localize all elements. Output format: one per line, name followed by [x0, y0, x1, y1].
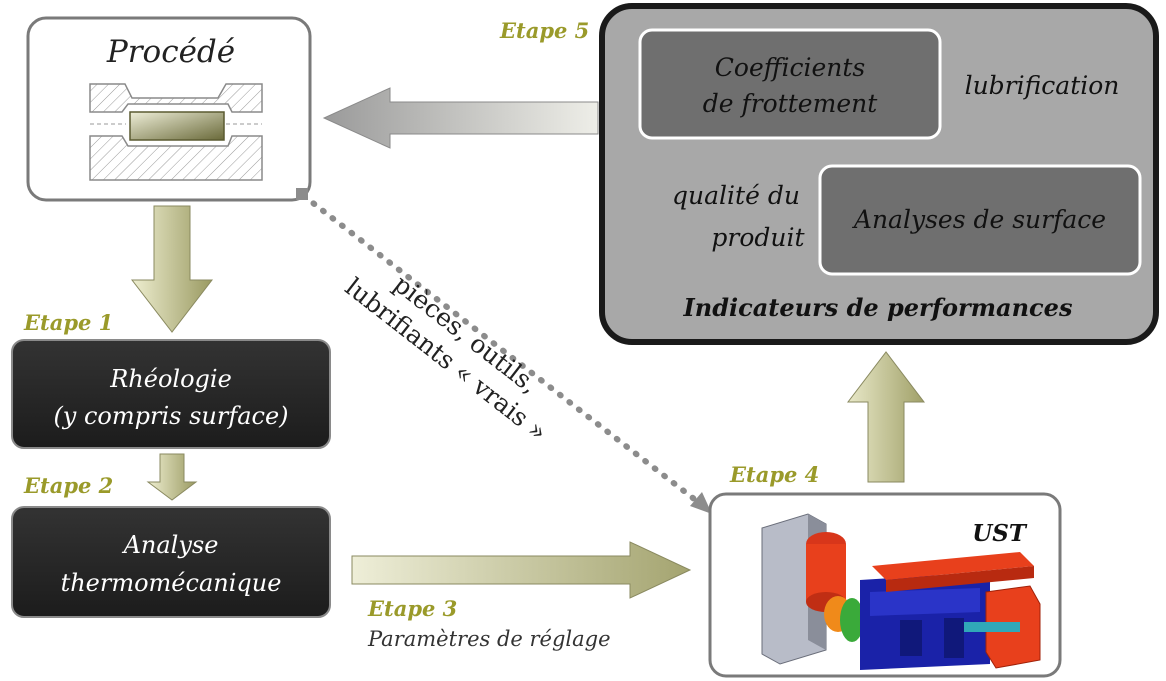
dotted-link [296, 188, 712, 514]
ust-box: UST [708, 492, 1062, 678]
forging-die-icon [89, 83, 263, 181]
analyses-surface-box: Analyses de surface [818, 164, 1142, 276]
procede-title: Procédé [106, 34, 235, 70]
coefficients-line1: Coefficients [715, 53, 865, 82]
performance-title: Indicateurs de performances [683, 293, 1073, 322]
ust-machine-icon [761, 513, 1041, 670]
procede-box: Procédé [26, 16, 312, 202]
rheologie-box: Rhéologie (y compris surface) [11, 339, 331, 449]
stage-1-label: Etape 1 [23, 310, 113, 335]
coefficients-line2: de frottement [703, 89, 878, 118]
analyse-line2: thermomécanique [61, 569, 282, 597]
dotted-link-arrowhead [690, 492, 712, 514]
qualite-line1: qualité du [672, 181, 800, 210]
arrow-down-to-analyse [146, 453, 198, 501]
stage-3-label: Etape 3 [367, 596, 457, 621]
stage-4-label: Etape 4 [729, 462, 819, 487]
rheologie-line2: (y compris surface) [53, 402, 288, 430]
parametres-label: Paramètres de réglage [367, 627, 611, 651]
stage-2-label: Etape 2 [23, 473, 113, 498]
dotted-link-start-square [296, 188, 308, 200]
analyse-box: Analyse thermomécanique [11, 506, 331, 618]
arrow-up-to-performance [846, 351, 926, 483]
arrow-to-ust [351, 541, 692, 599]
analyse-line1: Analyse [122, 531, 219, 559]
rheologie-line1: Rhéologie [109, 365, 232, 393]
stage-5-label: Etape 5 [499, 18, 589, 43]
lubrification-label: lubrification [965, 71, 1120, 100]
performance-panel: Coefficients de frottement lubrification… [599, 3, 1159, 345]
analyses-surface-text: Analyses de surface [852, 205, 1106, 234]
qualite-line2: produit [711, 223, 805, 252]
arrow-to-procede [322, 87, 599, 149]
dotted-link-label: pièces, outils, lubrifiants « vrais » [340, 269, 553, 446]
coefficients-box: Coefficients de frottement [638, 28, 942, 140]
arrow-down-to-rheologie [130, 205, 214, 333]
ust-label: UST [972, 520, 1028, 547]
